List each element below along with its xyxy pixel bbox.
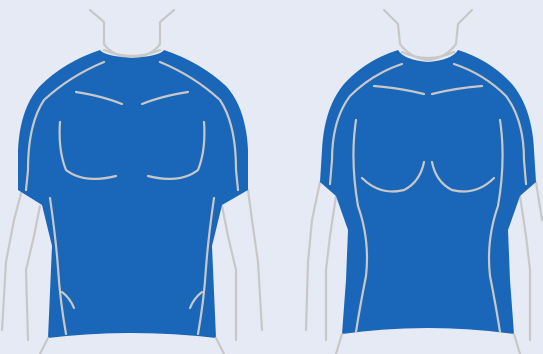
male-head-outline xyxy=(90,10,174,58)
female-right-arm-outline xyxy=(520,182,542,340)
male-waist-outline xyxy=(40,338,224,354)
female-hip-outline xyxy=(336,334,520,354)
male-left-arm-outline xyxy=(2,190,40,340)
female-left-arm-outline xyxy=(306,182,336,340)
male-right-arm-outline xyxy=(222,190,262,340)
male-figure xyxy=(2,10,262,354)
female-figure xyxy=(306,10,542,354)
